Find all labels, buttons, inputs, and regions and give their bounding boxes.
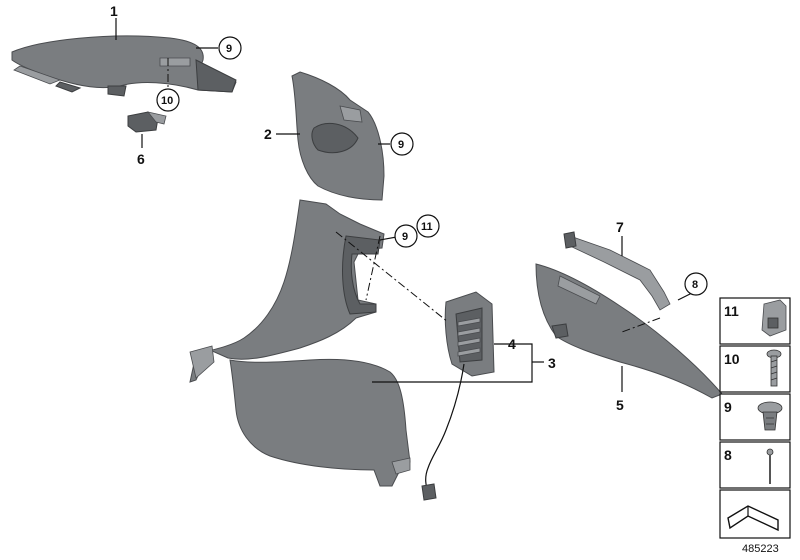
part-6-clip [127, 111, 167, 133]
part-1-upper-trim [11, 35, 237, 97]
legend-label-8: 8 [724, 447, 732, 463]
callout-9-mid: 9 [398, 139, 404, 151]
part-3-pillar-lower [189, 199, 411, 487]
callout-9-circle-pillar [394, 224, 418, 248]
callout-3: 3 [548, 355, 556, 371]
part-4-air-vent [421, 291, 495, 501]
part-2-pillar-upper [291, 71, 385, 201]
callout-8: 8 [692, 279, 698, 291]
callout-5: 5 [616, 397, 624, 413]
legend-label-9: 9 [724, 399, 732, 415]
part-5-side-trim [535, 263, 723, 399]
callout-10: 10 [161, 95, 173, 107]
callout-9-pillar: 9 [402, 231, 408, 243]
callout-9-top: 9 [226, 43, 232, 55]
part-outline-symbol-icon [727, 505, 779, 532]
legend-box-9 [719, 393, 791, 441]
reference-number: 485223 [742, 543, 779, 555]
expanding-rivet-icon [757, 401, 783, 431]
callout-9-circle-top [218, 36, 242, 60]
leader-lines [115, 18, 695, 392]
callout-10-circle [156, 88, 180, 112]
callout-11-circle [416, 214, 440, 238]
callout-9-circle-mid [390, 132, 414, 156]
clip-nut-icon [761, 299, 787, 337]
callout-6: 6 [137, 151, 145, 167]
pin-icon [766, 448, 774, 484]
legend-panel: 11 10 9 8 [719, 297, 791, 539]
callout-1: 1 [110, 3, 118, 19]
callout-11: 11 [421, 221, 433, 233]
legend-label-11: 11 [724, 303, 739, 319]
callout-7: 7 [616, 219, 624, 235]
part-7-bracket [563, 231, 671, 311]
legend-label-10: 10 [724, 351, 740, 367]
callout-8-circle [684, 272, 708, 296]
screw-icon [766, 349, 782, 387]
callout-2: 2 [264, 126, 272, 142]
legend-box-8 [719, 441, 791, 489]
callout-4: 4 [508, 336, 516, 352]
